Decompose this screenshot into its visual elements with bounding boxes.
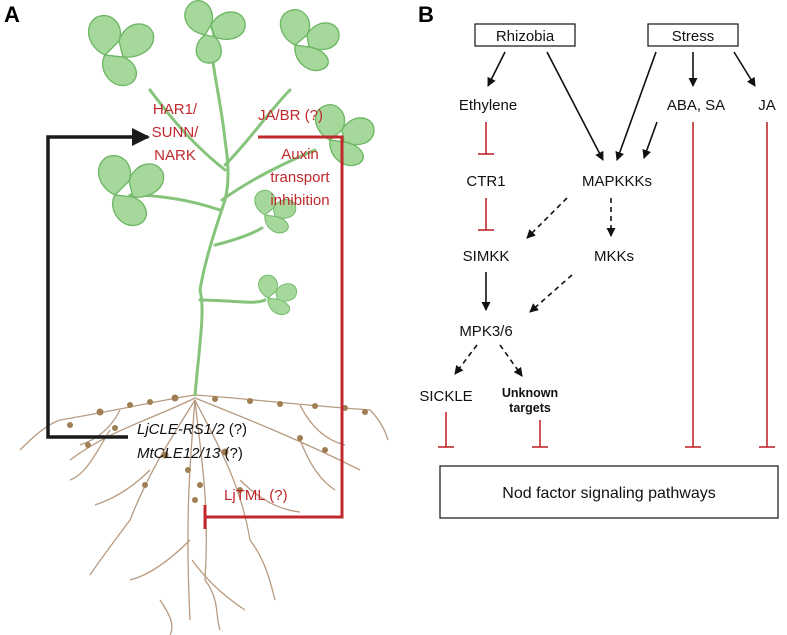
mkks-label: MKKs bbox=[594, 248, 634, 265]
ljtml-label: LjTML (?) bbox=[224, 487, 288, 504]
mapkkks-label: MAPKKKs bbox=[582, 173, 652, 190]
svg-text:Unknown: Unknown bbox=[502, 386, 558, 400]
svg-text:transport: transport bbox=[270, 169, 330, 186]
ctr1-label: CTR1 bbox=[466, 173, 505, 190]
svg-text:HAR1/: HAR1/ bbox=[153, 101, 198, 118]
root-nodules bbox=[67, 394, 368, 503]
svg-text:inhibition: inhibition bbox=[270, 192, 329, 209]
stress-box bbox=[647, 23, 739, 47]
ja-label: JA bbox=[758, 97, 776, 114]
svg-text:Auxin: Auxin bbox=[281, 146, 319, 163]
auxin-label: Auxin transport inhibition bbox=[270, 146, 330, 209]
nod-factor-box bbox=[439, 465, 779, 519]
plant-stems bbox=[128, 26, 317, 397]
dashed-activation-arrows bbox=[454, 197, 616, 377]
svg-text:NARK: NARK bbox=[154, 147, 196, 164]
activation-arrows bbox=[481, 51, 756, 311]
svg-text:SUNN/: SUNN/ bbox=[152, 124, 200, 141]
svg-text:targets: targets bbox=[509, 401, 551, 415]
rhizobia-box bbox=[474, 23, 576, 47]
inhibition-lines bbox=[438, 122, 775, 448]
panel-letter-a: A bbox=[4, 2, 20, 27]
unknown-targets-label: Unknown targets bbox=[502, 386, 558, 415]
shoot-to-root-inhibition-line bbox=[205, 135, 344, 519]
aba-sa-label: ABA, SA bbox=[667, 97, 725, 114]
rhizobia-label: Rhizobia bbox=[496, 28, 555, 45]
panel-letter-b: B bbox=[418, 2, 434, 27]
har1-label: HAR1/ SUNN/ NARK bbox=[152, 101, 200, 164]
ljcle-label: LjCLE-RS1/2 (?) bbox=[137, 421, 247, 438]
plant-leaves bbox=[87, 0, 375, 315]
nod-factor-label: Nod factor signaling pathways bbox=[502, 485, 715, 502]
ja-br-label: JA/BR (?) bbox=[258, 107, 323, 124]
sickle-label: SICKLE bbox=[419, 388, 472, 405]
mpk36-label: MPK3/6 bbox=[459, 323, 512, 340]
simkk-label: SIMKK bbox=[463, 248, 510, 265]
mtcle-label: MtCLE12/13 (?) bbox=[137, 445, 243, 462]
systemic-signal-loop-arrow bbox=[46, 128, 150, 439]
ethylene-label: Ethylene bbox=[459, 97, 517, 114]
stress-label: Stress bbox=[672, 28, 715, 45]
